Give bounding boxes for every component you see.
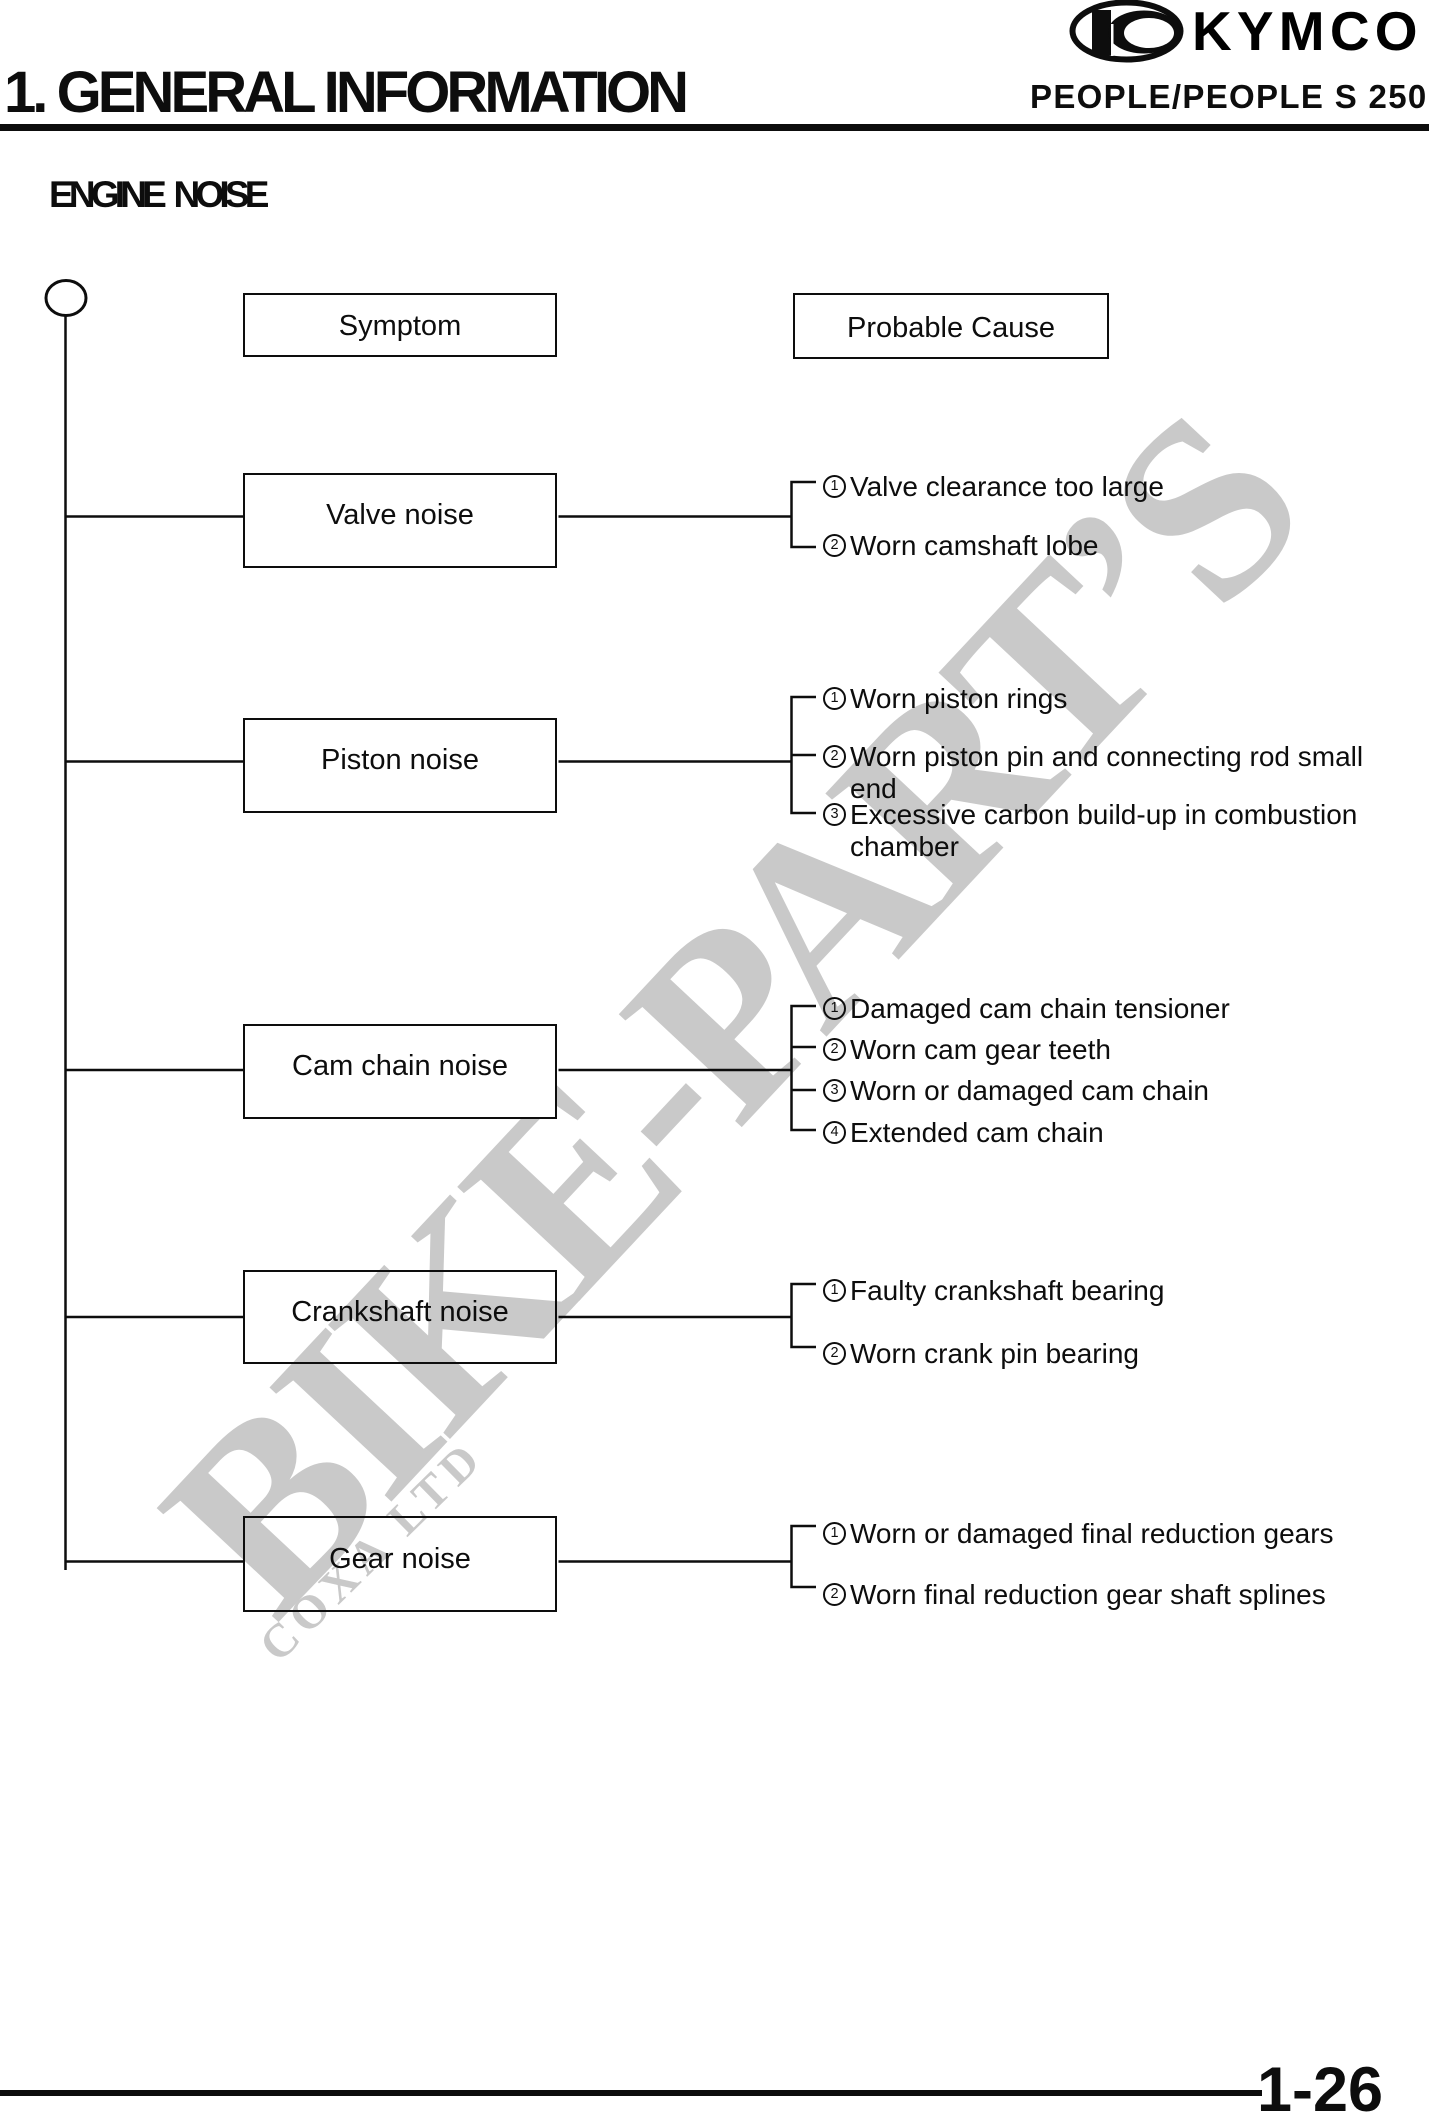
svg-text:KYMCO: KYMCO	[1192, 0, 1421, 62]
